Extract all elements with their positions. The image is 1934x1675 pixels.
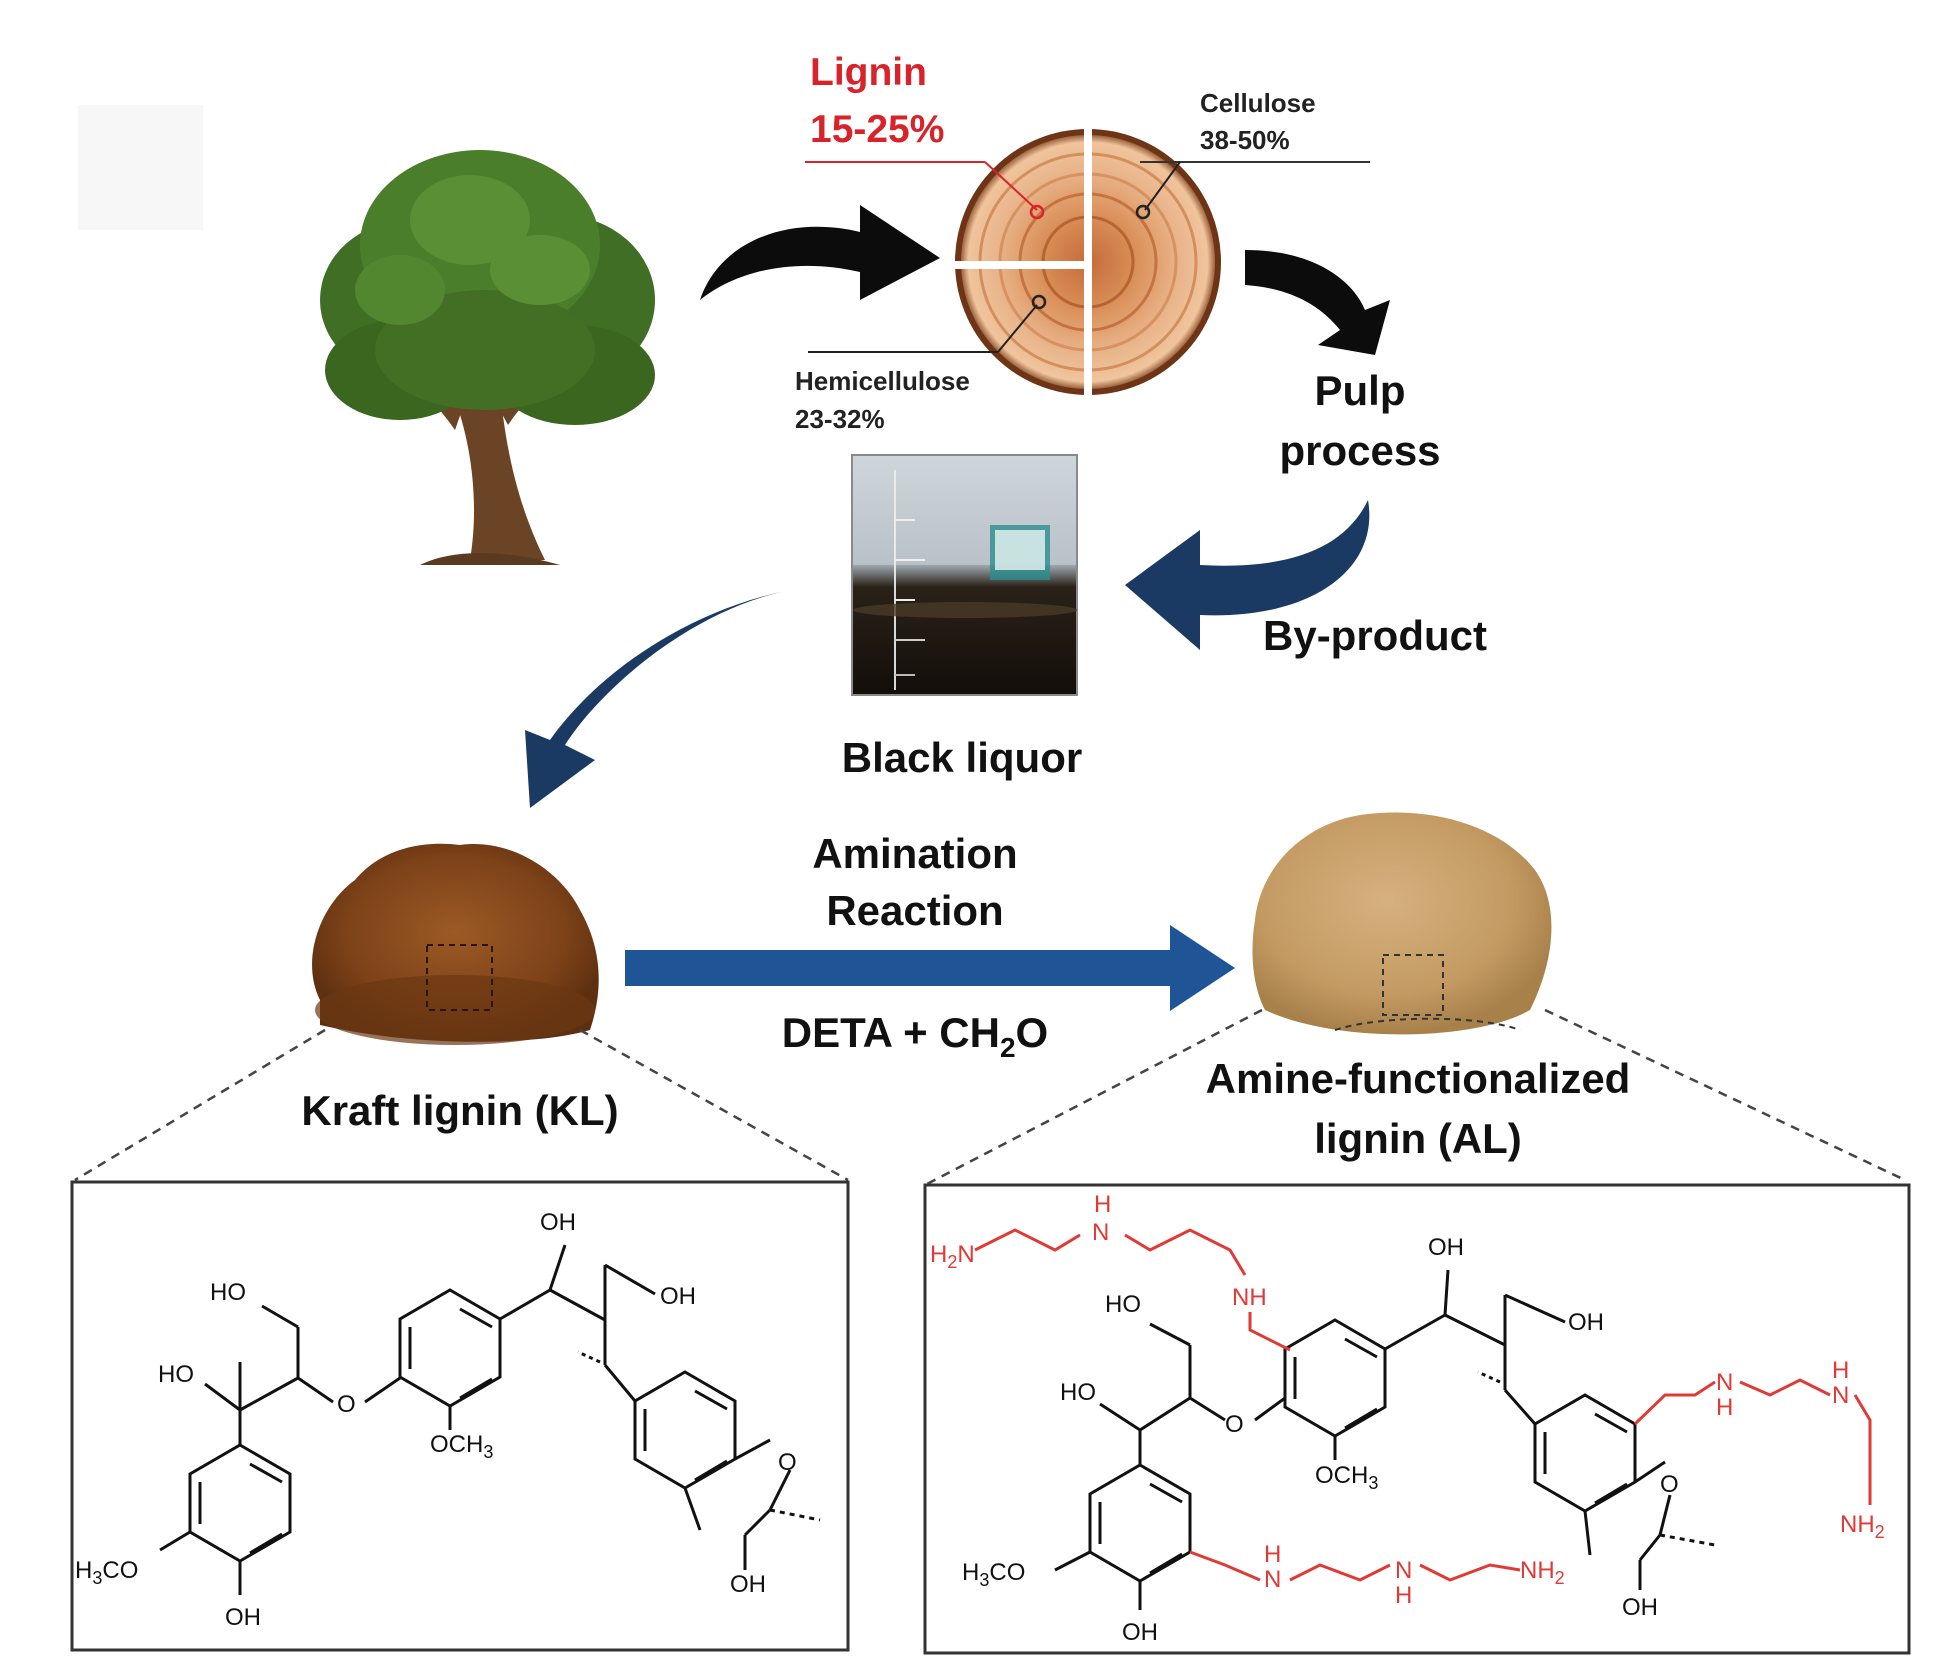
kl-structure xyxy=(159,1244,821,1595)
kl-atom-labels: HO HO O OH OH OCH3 H3CO OH O OH xyxy=(75,1209,797,1631)
svg-text:H3CO: H3CO xyxy=(962,1559,1025,1590)
zoom-connectors xyxy=(74,1008,1906,1187)
cellulose-label: Cellulose xyxy=(1200,88,1316,118)
al-atom-labels-black: HO HO O OH OH OCH3 H3CO OH O OH xyxy=(962,1234,1679,1646)
reagents-label: DETA + CH2O xyxy=(782,1009,1048,1063)
arrow-wood-to-pulp xyxy=(1245,250,1390,355)
svg-text:HO: HO xyxy=(1060,1379,1096,1406)
al-atom-labels-red: H2N H N NH N H H N NH2 H N N H NH2 xyxy=(930,1191,1885,1609)
svg-text:HO: HO xyxy=(1105,1291,1141,1318)
svg-text:OH: OH xyxy=(660,1283,696,1310)
svg-text:NH: NH xyxy=(1232,1284,1267,1311)
lignin-callout: Lignin 15-25% xyxy=(805,51,1045,220)
amination-label-line1: Amination xyxy=(812,830,1017,877)
svg-text:OH: OH xyxy=(1428,1234,1464,1261)
svg-text:O: O xyxy=(337,1391,356,1418)
arrow-liquor-to-kraft xyxy=(525,590,790,808)
svg-text:H: H xyxy=(1094,1191,1111,1218)
svg-text:N: N xyxy=(1716,1369,1733,1396)
svg-text:H: H xyxy=(1395,1582,1412,1609)
svg-text:N: N xyxy=(1092,1219,1109,1246)
svg-text:OCH3: OCH3 xyxy=(1315,1462,1378,1493)
hemicellulose-label: Hemicellulose xyxy=(795,366,970,396)
black-liquor-label: Black liquor xyxy=(842,734,1082,781)
amine-lignin-label-line1: Amine-functionalized xyxy=(1206,1055,1631,1102)
svg-text:H2N: H2N xyxy=(930,1241,975,1272)
svg-text:NH2: NH2 xyxy=(1520,1557,1565,1588)
svg-text:N: N xyxy=(1264,1566,1281,1593)
amine-lignin-powder xyxy=(1252,812,1552,1035)
svg-text:OH: OH xyxy=(225,1604,261,1631)
byproduct-label: By-product xyxy=(1263,612,1487,659)
amine-lignin-label-line2: lignin (AL) xyxy=(1314,1115,1522,1162)
al-amine-chains xyxy=(974,1228,1872,1582)
pulp-label-line2: process xyxy=(1279,427,1440,474)
kl-structure-box xyxy=(70,1180,850,1652)
svg-text:H: H xyxy=(1832,1357,1849,1384)
pulp-label-line1: Pulp xyxy=(1315,367,1406,414)
al-structure-box xyxy=(923,1183,1911,1655)
svg-text:N: N xyxy=(1395,1557,1412,1584)
black-liquor-beaker xyxy=(851,454,1078,696)
svg-text:NH2: NH2 xyxy=(1840,1511,1885,1542)
svg-text:H: H xyxy=(1264,1541,1281,1568)
kraft-lignin-label: Kraft lignin (KL) xyxy=(301,1087,618,1134)
arrow-pulp-to-liquor xyxy=(1125,500,1370,650)
svg-text:HO: HO xyxy=(158,1361,194,1388)
svg-text:H3CO: H3CO xyxy=(75,1557,138,1588)
svg-text:O: O xyxy=(778,1449,797,1476)
hemicellulose-callout: Hemicellulose 23-32% xyxy=(795,294,1047,434)
svg-text:H: H xyxy=(1716,1394,1733,1421)
svg-text:O: O xyxy=(1225,1411,1244,1438)
hemicellulose-percent: 23-32% xyxy=(795,404,885,434)
svg-text:O: O xyxy=(1660,1471,1679,1498)
lignin-label: Lignin xyxy=(810,51,927,94)
svg-text:OH: OH xyxy=(730,1571,766,1598)
svg-text:OH: OH xyxy=(1568,1309,1604,1336)
cellulose-percent: 38-50% xyxy=(1200,125,1290,155)
kraft-lignin-powder xyxy=(312,843,599,1045)
svg-text:OH: OH xyxy=(1622,1594,1658,1621)
wood-cross-section xyxy=(955,128,1221,396)
svg-text:OCH3: OCH3 xyxy=(430,1431,493,1462)
cellulose-callout: Cellulose 38-50% xyxy=(1135,88,1370,220)
lignin-percent: 15-25% xyxy=(810,108,944,151)
svg-text:OH: OH xyxy=(1122,1619,1158,1646)
background-patch xyxy=(78,105,203,230)
svg-text:HO: HO xyxy=(210,1279,246,1306)
arrow-amination xyxy=(625,925,1235,1011)
svg-text:OH: OH xyxy=(540,1209,576,1236)
tree-illustration xyxy=(320,150,655,565)
svg-text:N: N xyxy=(1832,1382,1849,1409)
amination-label-line2: Reaction xyxy=(826,887,1003,934)
arrow-tree-to-wood xyxy=(700,205,940,300)
